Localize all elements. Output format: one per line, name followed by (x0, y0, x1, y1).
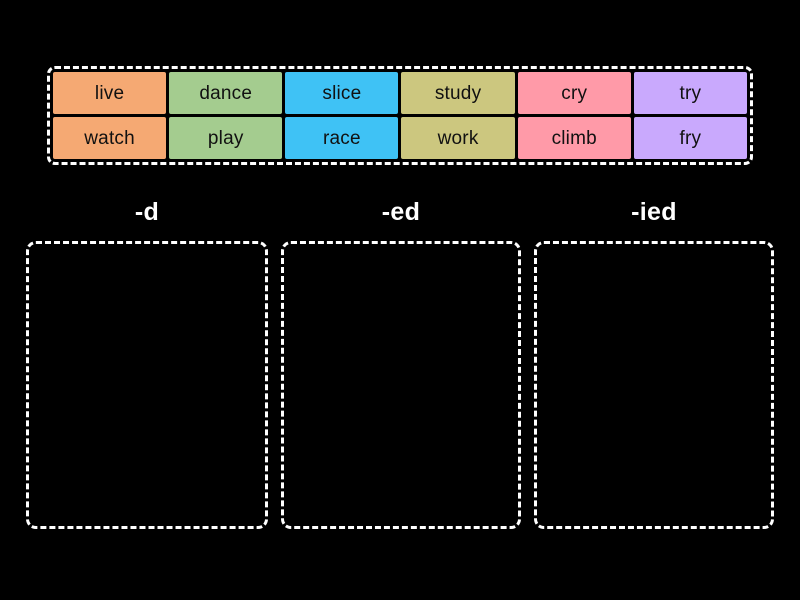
category-labels: -d -ed -ied (26, 195, 773, 229)
drop-zone-ied-contents (537, 244, 771, 526)
category-label-ied: -ied (631, 198, 677, 226)
word-tile[interactable]: slice (285, 72, 399, 114)
drop-zone-ed[interactable] (281, 241, 521, 529)
drop-zone-ed-contents (284, 244, 518, 526)
word-tile[interactable]: work (401, 117, 515, 159)
word-tile[interactable]: study (401, 72, 515, 114)
category-label-d: -d (134, 198, 160, 226)
word-tile[interactable]: live (53, 72, 167, 114)
word-tile[interactable]: fry (633, 117, 747, 159)
drop-zone-d[interactable] (26, 241, 268, 529)
word-tile[interactable]: watch (53, 117, 167, 159)
drop-zone-d-contents (29, 244, 265, 526)
word-tile[interactable]: cry (517, 72, 631, 114)
drop-zone-ied[interactable] (534, 241, 774, 529)
word-tile[interactable]: race (285, 117, 399, 159)
word-tile[interactable]: dance (169, 72, 283, 114)
drop-zones (26, 241, 774, 529)
category-label-ed: -ed (381, 198, 421, 226)
word-tile[interactable]: climb (517, 117, 631, 159)
word-tile[interactable]: play (169, 117, 283, 159)
word-tile[interactable]: try (633, 72, 747, 114)
